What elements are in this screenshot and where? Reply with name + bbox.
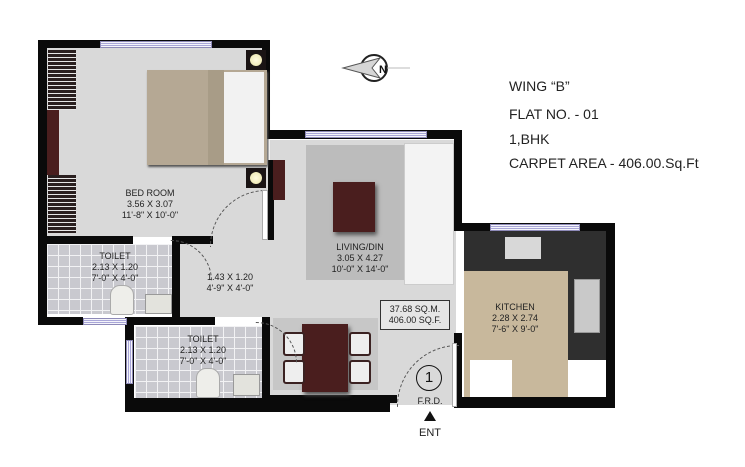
svg-text:N: N <box>379 64 387 76</box>
bed-fold <box>208 70 224 165</box>
toilet2-floor <box>135 326 265 398</box>
stove-icon <box>505 237 541 259</box>
room-imperial: 4'-9" X 4'-0" <box>206 283 254 293</box>
window <box>305 131 427 138</box>
room-name: KITCHEN <box>495 302 535 312</box>
kitchen-label: KITCHEN 2.28 X 2.74 7'-6" X 9'-0" <box>475 302 555 335</box>
wall <box>454 397 615 408</box>
wall <box>38 317 83 325</box>
chair <box>349 360 371 384</box>
area-sqm: 37.68 SQ.M. <box>389 304 441 314</box>
wardrobe <box>48 175 76 233</box>
room-metric: 3.56 X 3.07 <box>126 199 174 209</box>
wc-icon <box>110 285 134 315</box>
room-imperial: 7'-0" X 4'-0" <box>179 356 227 366</box>
wall <box>38 236 133 244</box>
area-box: 37.68 SQ.M. 406.00 SQ.F. <box>380 300 450 330</box>
entrance-label: ENT <box>419 427 441 439</box>
window <box>83 318 127 325</box>
flat-type: 1,BHK <box>509 131 550 147</box>
tv-unit <box>273 160 285 200</box>
room-name: TOILET <box>187 334 219 344</box>
room-metric: 2.28 X 2.74 <box>491 313 539 323</box>
room-imperial: 7'-6" X 9'-0" <box>491 324 539 334</box>
counter-slab <box>568 360 606 397</box>
wardrobe <box>48 50 76 110</box>
north-arrow-icon: N <box>340 48 410 88</box>
entrance-arrow-icon <box>424 411 436 421</box>
room-metric: 1.43 X 1.20 <box>206 272 254 282</box>
wall <box>175 236 213 244</box>
passage-label: 1.43 X 1.20 4'-9" X 4'-0" <box>195 272 265 294</box>
flat-number: FLAT NO. - 01 <box>509 106 599 122</box>
carpet-area: CARPET AREA - 406.00.Sq.Ft <box>509 155 699 171</box>
refrigerator <box>470 360 512 397</box>
wall <box>262 395 397 403</box>
wall <box>606 223 615 408</box>
wing-label: WING “B” <box>509 78 570 94</box>
room-imperial: 11'-8" X 10'-0" <box>121 210 179 220</box>
window <box>490 224 580 231</box>
window <box>126 340 133 384</box>
room-name: TOILET <box>99 251 131 261</box>
room-imperial: 10'-0" X 14'-0" <box>331 264 389 274</box>
room-metric: 3.05 X 4.27 <box>336 253 384 263</box>
room-name: BED ROOM <box>125 188 175 198</box>
sink-icon <box>574 279 600 333</box>
living-label: LIVING/DIN 3.05 X 4.27 10'-0" X 14'-0" <box>320 242 400 275</box>
coffee-table <box>333 182 375 232</box>
wall <box>268 160 274 240</box>
wall <box>38 40 47 325</box>
area-sqf: 406.00 SQ.F. <box>388 315 442 325</box>
lamp-icon <box>246 168 266 188</box>
entrance-door <box>452 343 457 407</box>
door-type-label: F.R.D. <box>417 396 443 406</box>
toilet1-label: TOILET 2.13 X 1.20 7'-0" X 4'-0" <box>80 251 150 284</box>
wc-icon <box>196 368 220 398</box>
washbasin-icon <box>233 374 260 396</box>
entrance-number-circle: 1 <box>416 365 442 391</box>
room-metric: 2.13 X 1.20 <box>179 345 227 355</box>
room-metric: 2.13 X 1.20 <box>91 262 139 272</box>
bed-pillows <box>224 72 264 163</box>
chair <box>349 332 371 356</box>
dining-table <box>302 324 348 392</box>
wall <box>454 130 462 226</box>
window <box>100 41 212 48</box>
door <box>262 190 268 240</box>
wall <box>125 317 215 325</box>
room-name: LIVING/DIN <box>336 242 384 252</box>
toilet2-label: TOILET 2.13 X 1.20 7'-0" X 4'-0" <box>168 334 238 367</box>
lamp-icon <box>246 50 266 70</box>
bedroom-label: BED ROOM 3.56 X 3.07 11'-8" X 10'-0" <box>105 188 195 221</box>
dresser <box>47 110 59 175</box>
washbasin-icon <box>145 294 172 314</box>
sofa <box>404 143 454 285</box>
room-imperial: 7'-0" X 4'-0" <box>91 273 139 283</box>
